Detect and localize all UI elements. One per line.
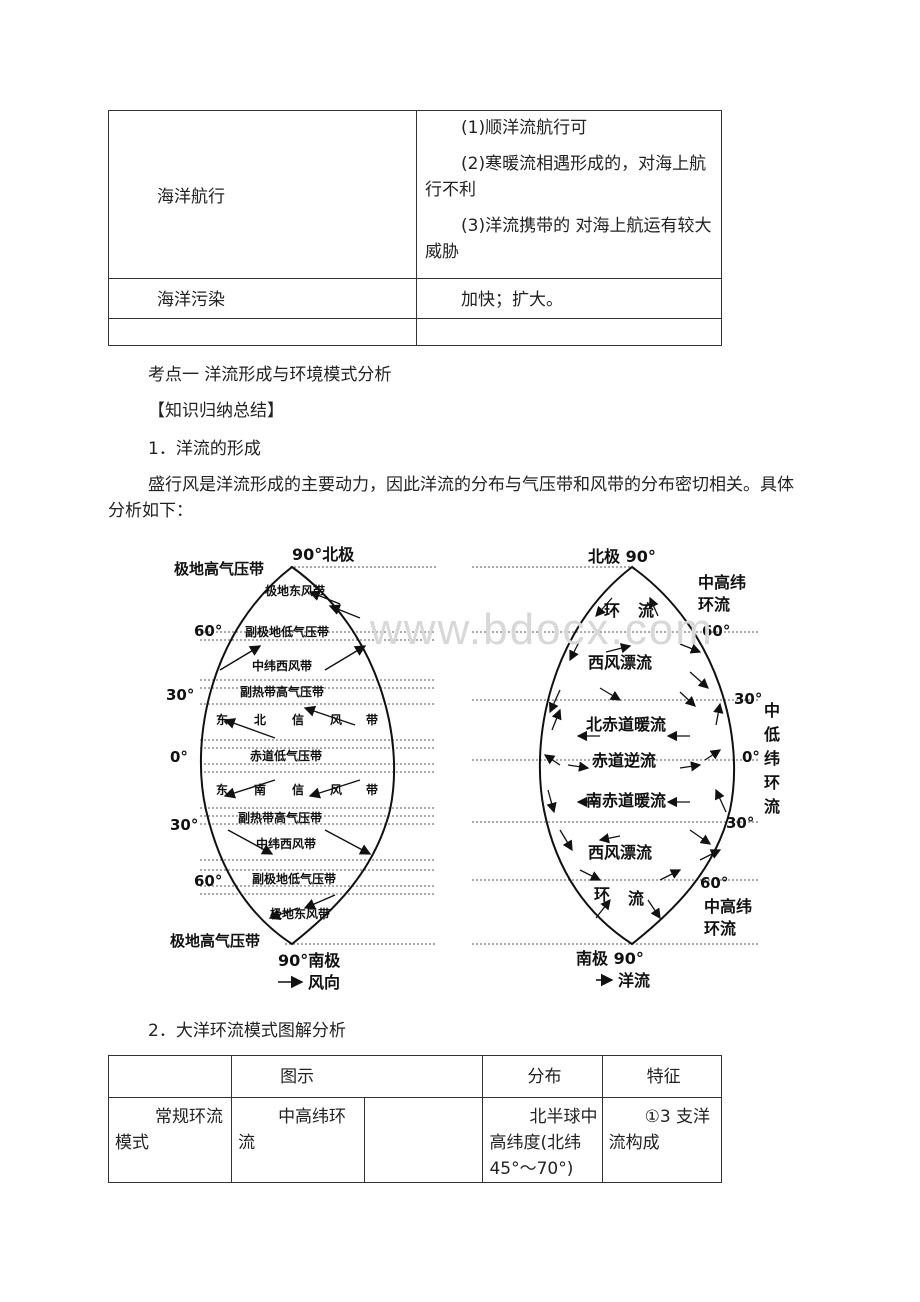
header-diagram: 图示 [280,1067,315,1087]
lat-60-label: 60° [194,622,222,640]
empty-cell [416,318,722,346]
mid-low-gyre-4: 环 [764,773,780,792]
current-legend-label: 洋流 [618,971,650,990]
mid-high-gyre-s-label-1: 中高纬 [704,897,752,916]
westerlies-s-label: 中纬西风带 [256,836,316,851]
se-trade-5: 带 [366,782,378,797]
header-empty-cell [107,1055,233,1098]
model-label: 常规环流模式 [115,1107,223,1153]
header-diagram-cell: 图示 [231,1055,484,1098]
watermark: www.bdocx.com [370,605,714,654]
mid-high-gyre-label-2: 环流 [698,595,730,614]
west-wind-drift-s-label: 西风漂流 [588,843,652,862]
lat-60s-label: 60° [700,874,728,892]
se-trade-1: 东 [216,782,228,797]
north-pole-label: 北极 90° [588,547,656,566]
body-paragraph: 盛行风是洋流形成的主要动力，因此洋流的分布与气压带和风带的分布密切相关。具体分析… [108,475,794,521]
header-distribution-cell: 分布 [482,1055,603,1098]
navigation-item-1: (1)顺洋流航行可 [461,118,588,138]
ne-trade-1: 东 [216,712,228,727]
north-pole-label: 90°北极 [292,545,355,564]
navigation-item-2: (2)寒暖流相遇形成的，对海上航行不利 [425,154,707,200]
ne-trade-3: 信 [292,712,304,727]
polar-high-s-label: 极地高气压带 [170,932,260,950]
navigation-label-cell: 海洋航行 [108,110,417,279]
header-feature-cell: 特征 [601,1055,723,1098]
pollution-label-cell: 海洋污染 [108,278,417,319]
ne-trade-4: 风 [330,713,342,727]
lat-30s-label: 30° [170,816,198,834]
lat-60s-label: 60° [194,872,222,890]
ne-trade-2: 北 [254,712,266,727]
lat-0-label: 0° [742,748,760,766]
mid-high-gyre-label-1: 中高纬 [698,573,746,592]
south-equatorial-label: 南赤道暖流 [586,791,666,810]
counter-current-label: 赤道逆流 [592,751,656,770]
ocean-current-diagram: 北极 90° 中高纬 环流 环 流 60° 西风漂流 30° 中 低 纬 环 流… [472,547,780,990]
feature-cell: ①3 支洋流构成 [601,1097,723,1183]
mid-low-gyre-3: 纬 [764,749,780,768]
mid-high-gyre-s-label-2: 环流 [704,919,736,938]
lat-30-label: 30° [734,690,762,708]
gyre-label-2: 流 [638,601,654,620]
navigation-table: 海洋航行 (1)顺洋流航行可 (2)寒暖流相遇形成的，对海上航行不利 (3)洋流… [108,110,722,346]
pollution-value-cell: 加快；扩大。 [416,278,722,319]
west-wind-drift-label: 西风漂流 [588,653,652,672]
lat-60-label: 60° [702,622,730,640]
gyre-s-label-1: 环 [594,885,610,904]
gyre-s-label-2: 流 [628,889,644,908]
polar-easterlies-label: 极地东风带 [265,583,325,598]
se-trade-4: 风 [330,783,342,797]
section-subheading: 【知识归纳总结】 [148,401,284,421]
gyre-label-1: 环 [604,601,620,620]
list-item-1: 1．洋流的形成 [148,439,261,459]
wind-current-diagram: 90°北极 极地高气压带 极地东风带 60° 副极地低气压带 中纬西风带 30°… [166,545,780,992]
header-distribution: 分布 [527,1067,562,1087]
globe-outline [200,565,396,946]
polar-easterlies-s-label: 极地东风带 [270,906,330,921]
lat-30s-label: 30° [726,814,754,832]
north-equatorial-label: 北赤道暖流 [586,715,666,734]
mid-low-gyre-5: 流 [764,797,780,816]
lat-30-label: 30° [166,686,194,704]
pressure-wind-belts-diagram: 90°北极 极地高气压带 极地东风带 60° 副极地低气压带 中纬西风带 30°… [166,545,436,992]
globe-outline [538,565,736,946]
diagram-empty-cell [363,1097,484,1183]
header-feature: 特征 [646,1067,681,1087]
list-item-2: 2．大洋环流模式图解分析 [148,1021,346,1041]
row-label: 海洋污染 [157,290,225,310]
navigation-item-3: (3)洋流携带的 对海上航运有较大威胁 [425,216,712,262]
distribution-value: 北半球中高纬度(北纬 45°～70°) [489,1107,598,1179]
polar-high-label: 极地高气压带 [174,560,264,578]
mid-low-gyre-1: 中 [764,701,780,720]
wind-legend-label: 风向 [308,973,340,992]
equatorial-low-label: 赤道低气压带 [250,748,322,763]
gyre-sub-label: 中高纬环流 [238,1107,347,1153]
distribution-cell: 北半球中高纬度(北纬 45°～70°) [482,1097,603,1183]
ne-trade-5: 带 [366,712,378,727]
empty-cell [108,318,417,346]
south-pole-label: 南极 90° [576,949,644,968]
se-trade-3: 信 [292,782,304,797]
se-trade-2: 南 [254,782,266,797]
subpolar-low-label: 副极地低气压带 [245,624,329,639]
gyre-model-table: 图示 分布 特征 常规环流模式 中高纬环流 北半球中高纬度(北纬 45°～70°… [107,1055,723,1183]
mid-low-gyre-2: 低 [763,725,780,744]
subtropical-high-s-label: 副热带高气压带 [238,810,322,825]
section-heading: 考点一 洋流形成与环境模式分析 [148,365,392,385]
subtropical-high-label: 副热带高气压带 [240,684,324,699]
navigation-items-cell: (1)顺洋流航行可 (2)寒暖流相遇形成的，对海上航行不利 (3)洋流携带的 对… [416,110,722,279]
westerlies-label: 中纬西风带 [252,658,312,673]
row-label: 海洋航行 [157,187,225,207]
feature-value: ①3 支洋流构成 [608,1107,711,1153]
lat-0-label: 0° [170,748,188,766]
pollution-value: 加快；扩大。 [461,290,563,310]
gyre-sub-cell: 中高纬环流 [231,1097,365,1183]
south-pole-label: 90°南极 [278,951,341,970]
model-label-cell: 常规环流模式 [107,1097,233,1183]
subpolar-low-s-label: 副极地低气压带 [252,871,336,886]
